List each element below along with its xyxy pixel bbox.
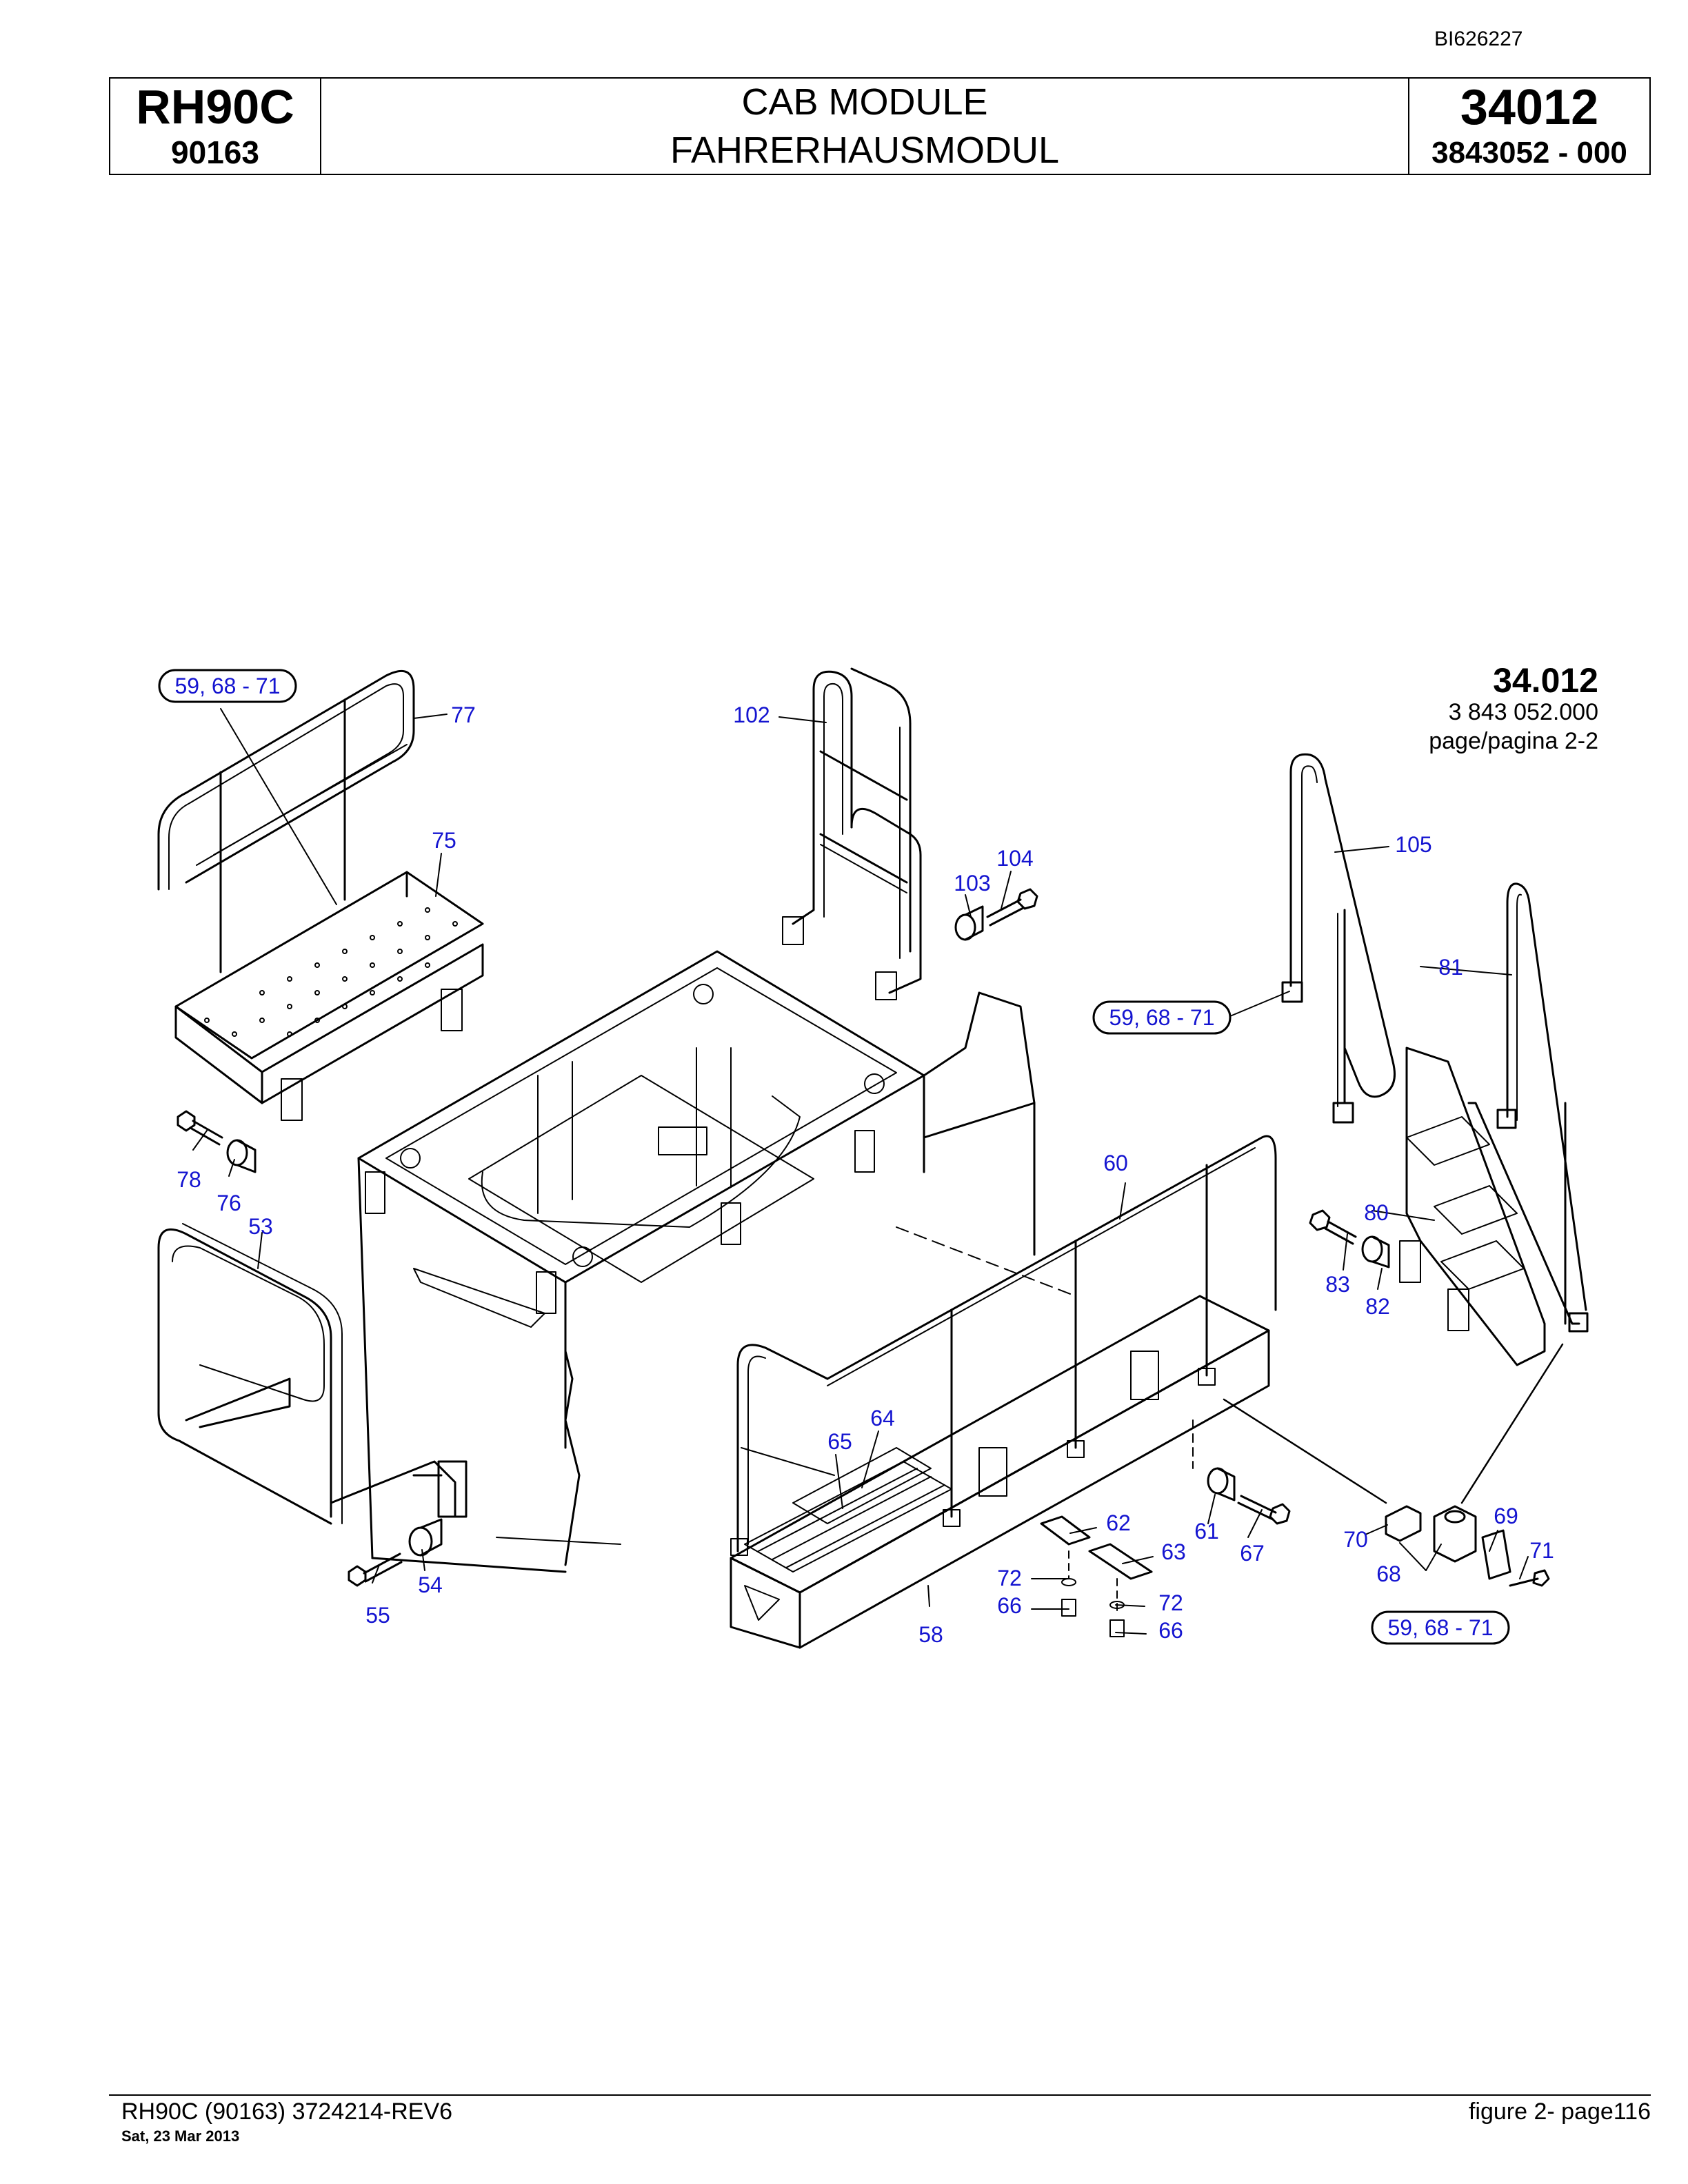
figure-cell: 34012 3843052 - 000 bbox=[1409, 79, 1649, 174]
title-english: CAB MODULE bbox=[741, 81, 988, 123]
handrail-105 bbox=[1281, 753, 1396, 1124]
front-step-platform-58 bbox=[730, 1135, 1277, 1649]
sleeve-61-bolt-67 bbox=[1192, 1419, 1291, 1525]
callout-group-b: 59, 68 - 71 bbox=[1109, 1005, 1215, 1030]
left-platform-assembly bbox=[157, 669, 484, 1121]
document-id: BI626227 bbox=[1434, 28, 1523, 50]
callout-oval-a bbox=[158, 669, 297, 703]
bolt-104-sleeve-103 bbox=[954, 888, 1038, 941]
callout-54: 54 bbox=[418, 1573, 443, 1597]
figure-ref-number: 34.012 bbox=[1493, 661, 1598, 700]
callout-83: 83 bbox=[1325, 1272, 1350, 1297]
callout-81: 81 bbox=[1438, 955, 1463, 980]
figure-ref-page: page/pagina 2-2 bbox=[1429, 728, 1598, 754]
serial-number: 90163 bbox=[171, 134, 259, 170]
callout-80: 80 bbox=[1364, 1200, 1389, 1225]
callout-group-c: 59, 68 - 71 bbox=[1388, 1615, 1494, 1640]
callout-76: 76 bbox=[217, 1191, 241, 1215]
cab-body bbox=[357, 950, 1076, 1573]
callout-70: 70 bbox=[1343, 1527, 1368, 1552]
callout-oval-b bbox=[1092, 1000, 1232, 1035]
handrail-102 bbox=[782, 667, 922, 1000]
callout-66-left: 66 bbox=[997, 1593, 1022, 1618]
clamp-assembly-68-71 bbox=[1385, 1505, 1550, 1587]
footer-rule bbox=[109, 2094, 1651, 2096]
model-name: RH90C bbox=[136, 80, 294, 134]
leader-lines bbox=[192, 708, 1529, 1635]
callout-105: 105 bbox=[1395, 832, 1431, 857]
callout-67: 67 bbox=[1240, 1541, 1265, 1566]
ladder-frame-53 bbox=[157, 1223, 468, 1525]
callout-65: 65 bbox=[827, 1429, 852, 1454]
callout-78: 78 bbox=[177, 1167, 201, 1192]
title-block: RH90C 90163 CAB MODULE FAHRERHAUSMODUL 3… bbox=[109, 77, 1651, 175]
callout-72-right: 72 bbox=[1158, 1590, 1183, 1615]
callout-103: 103 bbox=[954, 871, 990, 896]
callout-104: 104 bbox=[996, 846, 1033, 871]
callout-53: 53 bbox=[248, 1214, 273, 1239]
assembly-arrows bbox=[1223, 1343, 1564, 1504]
figure-ref-code: 3 843 052.000 bbox=[1449, 699, 1598, 725]
callout-group-a: 59, 68 - 71 bbox=[175, 674, 281, 698]
model-cell: RH90C 90163 bbox=[110, 79, 321, 174]
callout-64: 64 bbox=[870, 1406, 895, 1430]
bolt-55-sleeve-54 bbox=[348, 1518, 443, 1587]
title-cell: CAB MODULE FAHRERHAUSMODUL bbox=[321, 79, 1409, 174]
footer-document-ref: RH90C (90163) 3724214-REV6 bbox=[121, 2099, 453, 2125]
stair-assembly-80 bbox=[1399, 882, 1589, 1366]
callout-66-right: 66 bbox=[1158, 1618, 1183, 1643]
bolt-78-sleeve-76 bbox=[177, 1110, 257, 1173]
callout-61: 61 bbox=[1194, 1519, 1219, 1544]
footer-date: Sat, 23 Mar 2013 bbox=[121, 2127, 240, 2145]
callout-75: 75 bbox=[432, 828, 456, 853]
callout-60: 60 bbox=[1103, 1151, 1128, 1175]
callout-63: 63 bbox=[1161, 1539, 1186, 1564]
figure-number: 34012 bbox=[1460, 80, 1599, 135]
callout-77: 77 bbox=[451, 702, 476, 727]
title-german: FAHRERHAUSMODUL bbox=[670, 130, 1060, 171]
bolt-83-sleeve-82 bbox=[1309, 1209, 1390, 1268]
callout-55: 55 bbox=[365, 1603, 390, 1628]
callout-72-left: 72 bbox=[997, 1566, 1022, 1590]
callout-68: 68 bbox=[1376, 1561, 1401, 1586]
callout-62: 62 bbox=[1106, 1510, 1131, 1535]
callout-69: 69 bbox=[1494, 1504, 1518, 1528]
callout-58: 58 bbox=[918, 1622, 943, 1647]
callout-102: 102 bbox=[733, 702, 770, 727]
callout-71: 71 bbox=[1529, 1538, 1554, 1563]
callout-oval-c bbox=[1371, 1610, 1510, 1645]
part-number: 3843052 - 000 bbox=[1431, 136, 1627, 170]
footer-page-ref: figure 2- page116 bbox=[1468, 2099, 1651, 2125]
callout-82: 82 bbox=[1365, 1294, 1390, 1319]
plates-62-63-hardware bbox=[1040, 1515, 1153, 1637]
